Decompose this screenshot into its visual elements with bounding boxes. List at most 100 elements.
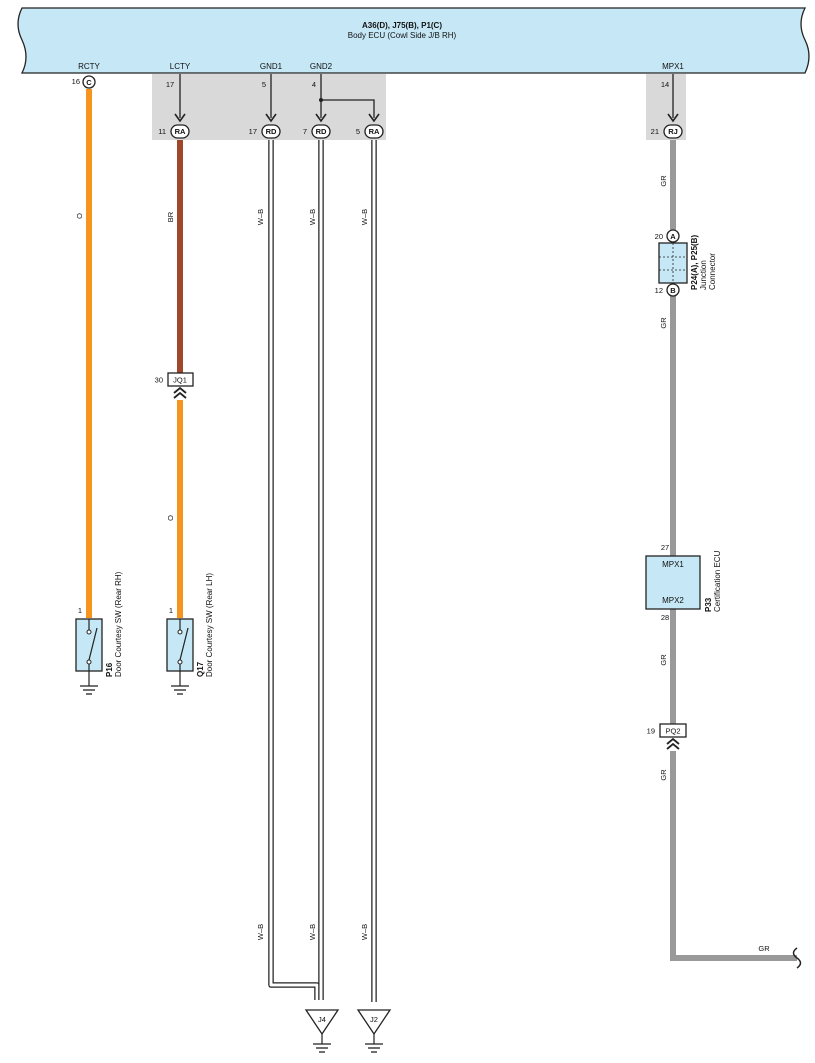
door-switch-rear-rh: 1 P16 Door Courtesy SW (Rear RH) — [75, 571, 123, 695]
terminal-mpx1-label: MPX1 — [662, 62, 684, 71]
switch-rh-name: Door Courtesy SW (Rear RH) — [114, 571, 123, 677]
mpx-circuit: 14 GR GR GR GR GR — [659, 74, 802, 969]
jq1-chevron-2 — [173, 391, 187, 399]
lcty-circuit: 17 BR O — [166, 74, 186, 618]
pq2-code: PQ2 — [665, 727, 680, 736]
ground-leads: 5 4 — [262, 74, 380, 123]
junction-conn-a-letter: A — [670, 232, 676, 241]
switch-lh-code: Q17 — [196, 661, 205, 677]
lcty-pin: 17 — [166, 80, 174, 89]
jb-connector-rd-left-pin: 17 — [249, 127, 257, 136]
mpx-color-4: GR — [659, 769, 668, 781]
pq2-chevron-1 — [666, 737, 680, 745]
arrow-gnd2-b — [368, 113, 380, 123]
junction-conn-b-letter: B — [670, 286, 676, 295]
jb-connector-rj-code: RJ — [668, 127, 678, 136]
wire-wb-1 — [268, 140, 320, 1000]
certification-ecu-pin-out: 28 — [661, 613, 669, 622]
arrow-lcty — [174, 113, 186, 123]
ground-j2-triangle — [356, 1009, 392, 1036]
wire-break-mark — [792, 947, 802, 969]
wb-color-2-bottom: W–B — [308, 924, 317, 940]
body-ecu-name: Body ECU (Cowl Side J/B RH) — [348, 31, 457, 40]
junction-conn-a-marker — [666, 229, 680, 243]
terminal-gnd2-label: GND2 — [310, 62, 333, 71]
certification-ecu-code: P33 — [704, 597, 713, 612]
gnd1-pin: 5 — [262, 80, 266, 89]
jb-connector-ra-left — [170, 124, 190, 139]
ground-j4-triangle — [304, 1009, 340, 1036]
wb-wires: W–B W–B W–B W–B W–B W–B — [256, 140, 377, 1002]
jb-connector-ra-right-pin: 5 — [356, 127, 360, 136]
jb-connector-rj-pin: 21 — [651, 127, 659, 136]
body-ecu-connectors: A36(D), J75(B), P1(C) — [362, 21, 442, 30]
inline-connector-pq2: PQ2 19 — [647, 723, 687, 750]
ground-j2-label: J2 — [370, 1015, 378, 1024]
lcty-upper-wire-color: BR — [166, 211, 175, 222]
mpx-color-1: GR — [659, 175, 668, 187]
terminal-rcty-label: RCTY — [78, 62, 100, 71]
jb-connector-rd-right-pin: 7 — [303, 127, 307, 136]
certification-ecu-name: Certification ECU — [713, 550, 722, 612]
pq2-chevron-2 — [666, 742, 680, 750]
jb-connector-rd-left — [261, 124, 281, 139]
body-ecu: A36(D), J75(B), P1(C) Body ECU (Cowl Sid… — [17, 7, 810, 74]
rcty-pin: 16 — [72, 77, 80, 86]
jq1-code: JQ1 — [173, 376, 187, 385]
wire-mpx-4 — [670, 751, 797, 961]
connector-c-marker — [82, 75, 96, 89]
ground-j4-icon — [313, 1043, 331, 1053]
rcty-wire-color: O — [75, 213, 84, 219]
jb-connector-ra-right-code: RA — [369, 127, 380, 136]
jb-connectors: RA 11 RD 17 RD 7 RA 5 RJ 21 — [158, 124, 683, 139]
jb-connector-ra-right — [364, 124, 384, 139]
switch-rh-blade — [88, 627, 98, 661]
wb-color-3-top: W–B — [360, 209, 369, 225]
terminal-lcty-label: LCTY — [170, 62, 191, 71]
jq1-chevron-1 — [173, 386, 187, 394]
jb-connector-rd-right-code: RD — [316, 127, 327, 136]
junction-connector-code: P24(A), P25(B) — [690, 235, 699, 290]
mpx-color-2: GR — [659, 317, 668, 329]
junction-connector-name-1: Junction — [699, 260, 708, 290]
lcty-lower-wire-color: O — [166, 515, 175, 521]
switch-lh-pin: 1 — [169, 606, 173, 615]
ground-point-j2: J2 — [356, 1009, 392, 1053]
junction-conn-a-pin: 20 — [655, 232, 663, 241]
junction-conn-b-pin: 12 — [655, 286, 663, 295]
jb-connector-rd-left-code: RD — [266, 127, 277, 136]
gnd2-pin: 4 — [312, 80, 316, 89]
certification-ecu-pin-in: 27 — [661, 543, 669, 552]
terminal-gnd1-label: GND1 — [260, 62, 283, 71]
mpx-color-3: GR — [659, 654, 668, 666]
certification-ecu-box — [645, 555, 701, 610]
door-switch-rear-lh: 1 Q17 Door Courtesy SW (Rear LH) — [166, 573, 214, 695]
jq1-pin: 30 — [155, 376, 163, 385]
ground-j2-icon — [365, 1043, 383, 1053]
jb-connector-rj — [663, 124, 683, 139]
switch-lh-blade — [179, 627, 189, 661]
pq2-pin: 19 — [647, 727, 655, 736]
wb-color-1-bottom: W–B — [256, 924, 265, 940]
wb-color-2-top: W–B — [308, 209, 317, 225]
junction-connector: A 20 B 12 P24(A), P25(B) Junction Connec… — [655, 229, 717, 297]
junction-conn-b-marker — [666, 283, 680, 297]
jb-connector-rd-right — [311, 124, 331, 139]
arrow-gnd1 — [265, 113, 277, 123]
inline-connector-jq1: JQ1 30 — [155, 372, 194, 399]
wb-color-3-bottom: W–B — [360, 924, 369, 940]
junction-connector-name-2: Connector — [708, 253, 717, 290]
rcty-circuit: C 16 O — [72, 75, 96, 618]
jq1-box — [167, 372, 194, 387]
mpx-color-5: GR — [758, 944, 770, 953]
switch-lh-ground-icon — [171, 685, 189, 695]
pq2-box — [659, 723, 687, 738]
wb-color-1-top: W–B — [256, 209, 265, 225]
arrow-mpx1 — [667, 113, 679, 123]
body-ecu-box — [17, 7, 810, 74]
ground-point-j4: J4 — [304, 1009, 340, 1053]
mpx1-pin: 14 — [661, 80, 669, 89]
jb-connector-ra-left-code: RA — [175, 127, 186, 136]
connector-c-letter: C — [86, 78, 92, 87]
